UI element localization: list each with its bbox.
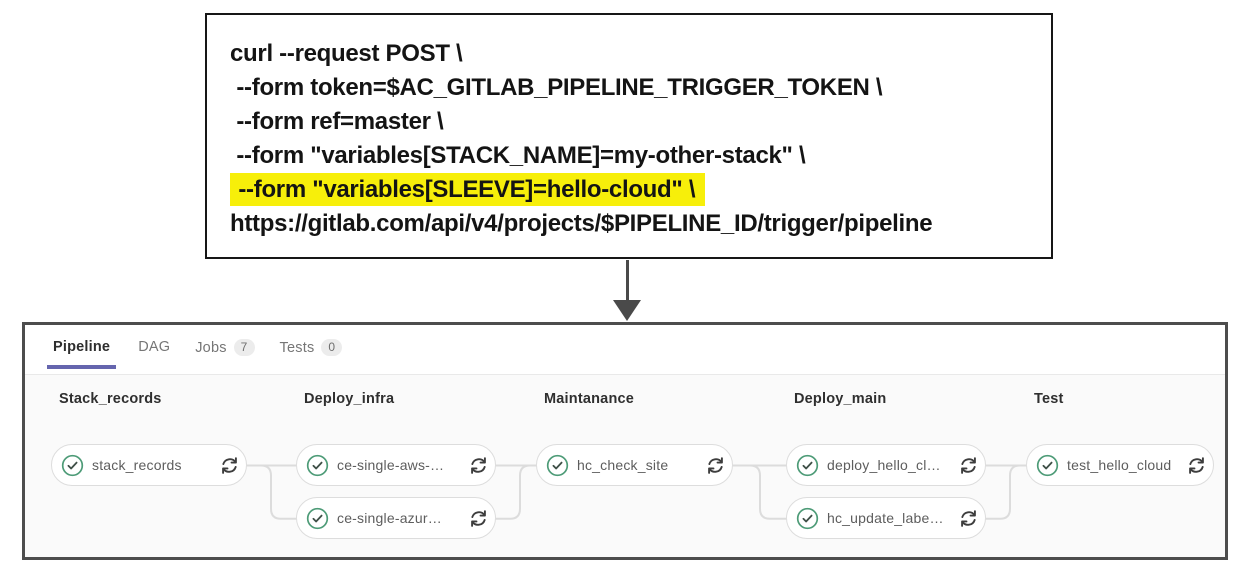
highlight: --form "variables[SLEEVE]=hello-cloud" \ (230, 173, 706, 206)
job-pill-hc-update-label[interactable]: hc_update_labe… (786, 497, 986, 539)
stage-header-stack-records: Stack_records (59, 391, 162, 407)
success-check-icon (796, 454, 819, 477)
job-pill-test-hello-cloud[interactable]: test_hello_cloud (1026, 444, 1214, 486)
retry-button[interactable] (959, 509, 978, 528)
job-name[interactable]: hc_check_site (577, 457, 669, 473)
success-check-icon (306, 507, 329, 530)
retry-button[interactable] (1187, 456, 1206, 475)
job-pill-deploy-hello-cloud[interactable]: deploy_hello_cl… (786, 444, 986, 486)
curl-command-box: curl --request POST \ --form token=$AC_G… (205, 13, 1053, 259)
success-check-icon (796, 507, 819, 530)
stage-header-deploy-main: Deploy_main (794, 391, 887, 407)
job-name[interactable]: test_hello_cloud (1067, 457, 1172, 473)
job-connector-lines (246, 464, 1027, 520)
retry-button[interactable] (469, 456, 488, 475)
retry-button[interactable] (706, 456, 725, 475)
tab-pipeline-label: Pipeline (53, 339, 111, 355)
code-line: curl --request POST \ (230, 40, 463, 67)
tab-jobs[interactable]: Jobs 7 (192, 338, 257, 366)
code-line-highlighted: --form "variables[SLEEVE]=hello-cloud" \ (230, 173, 1033, 207)
stage-header-maintanance: Maintanance (544, 391, 635, 407)
job-pill-stack-records[interactable]: stack_records (51, 444, 247, 486)
job-pill-hc-check-site[interactable]: hc_check_site (536, 444, 733, 486)
pipeline-tab-bar: Pipeline DAG Jobs 7 Tests 0 (25, 325, 1225, 375)
job-pill-ce-single-aws[interactable]: ce-single-aws-… (296, 444, 496, 486)
code-line: --form ref=master \ (230, 108, 444, 135)
retry-button[interactable] (959, 456, 978, 475)
tab-dag-label: DAG (138, 339, 171, 355)
jobs-count-badge: 7 (233, 339, 255, 356)
pipeline-graph: Stack_records Deploy_infra Maintanance D… (25, 375, 1225, 557)
flow-arrow-line (626, 260, 629, 302)
success-check-icon (546, 454, 569, 477)
job-name[interactable]: hc_update_labe… (827, 510, 944, 526)
success-check-icon (306, 454, 329, 477)
flow-arrow-head (613, 300, 641, 321)
job-name[interactable]: stack_records (92, 457, 182, 473)
success-check-icon (61, 454, 84, 477)
job-name[interactable]: deploy_hello_cl… (827, 457, 941, 473)
retry-button[interactable] (220, 456, 239, 475)
job-name[interactable]: ce-single-azur… (337, 510, 442, 526)
tab-tests-label: Tests (279, 339, 315, 356)
tests-count-badge: 0 (321, 339, 343, 356)
success-check-icon (1036, 454, 1059, 477)
retry-button[interactable] (469, 509, 488, 528)
code-line: --form "variables[STACK_NAME]=my-other-s… (230, 142, 806, 169)
stage-header-deploy-infra: Deploy_infra (304, 391, 395, 407)
code-line: https://gitlab.com/api/v4/projects/$PIPE… (230, 210, 933, 237)
pipeline-panel: Pipeline DAG Jobs 7 Tests 0 (22, 322, 1228, 560)
tab-dag[interactable]: DAG (135, 338, 173, 365)
tab-jobs-label: Jobs (195, 339, 227, 356)
job-pill-ce-single-azur[interactable]: ce-single-azur… (296, 497, 496, 539)
stage-header-test: Test (1034, 391, 1064, 407)
tab-tests[interactable]: Tests 0 (277, 338, 346, 366)
job-name[interactable]: ce-single-aws-… (337, 457, 445, 473)
code-line: --form token=$AC_GITLAB_PIPELINE_TRIGGER… (230, 74, 883, 101)
tab-pipeline[interactable]: Pipeline (47, 338, 117, 369)
